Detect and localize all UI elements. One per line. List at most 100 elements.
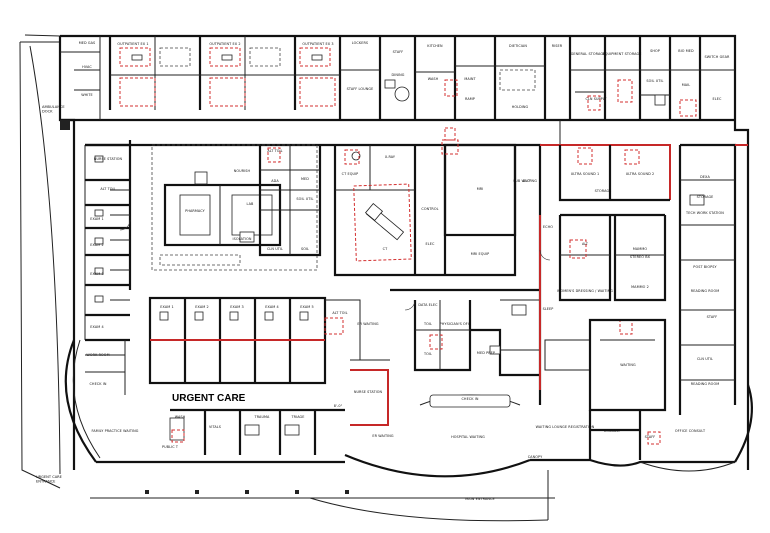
room-labels: MED GAS HVAC WHITE OUTPATIENT EX 1 OUTPA… bbox=[79, 41, 730, 449]
label-sleep: SLEEP bbox=[543, 307, 554, 311]
label-family-practice-waiting: FAMILY PRACTICE WAITING bbox=[91, 429, 138, 433]
label-shop: SHOP bbox=[650, 49, 660, 53]
label-physicians-ofc: PHYSICIAN'S OFC bbox=[440, 322, 471, 326]
label-waiting-lounge: WAITING LOUNGE REGISTRATION bbox=[536, 425, 595, 429]
label-mail: MAIL bbox=[682, 83, 691, 87]
label-staff-lounge: STAFF LOUNGE bbox=[347, 87, 374, 91]
corridors bbox=[84, 120, 561, 405]
label-mri-equip: MRI EQUIP bbox=[471, 252, 490, 256]
label-exam-1-west: EXAM 1 bbox=[90, 217, 104, 221]
label-elec: ELEC bbox=[713, 97, 722, 101]
label-isolation: ISOLATION bbox=[232, 237, 251, 241]
label-nurse-station-west: NURSE STATION bbox=[94, 157, 123, 161]
label-ultra-sound-1: ULTRA SOUND 1 bbox=[571, 172, 600, 176]
label-exam-4: EXAM 4 bbox=[265, 305, 279, 309]
label-waiting-east: WAITING bbox=[620, 363, 636, 367]
label-pharmacy: PHARMACY bbox=[185, 209, 205, 213]
label-wash-center: WASH bbox=[175, 415, 186, 419]
label-er-waiting: ER WAITING bbox=[357, 322, 379, 326]
entry-misc bbox=[60, 120, 551, 494]
label-hvac: HVAC bbox=[82, 65, 92, 69]
label-riser: RISER bbox=[552, 44, 563, 48]
label-ct: CT bbox=[383, 247, 388, 251]
imaging-block bbox=[333, 127, 517, 277]
nurse-station bbox=[169, 359, 390, 455]
label-lockers: LOCKERS bbox=[352, 41, 368, 45]
label-check-in-center: CHECK IN bbox=[461, 397, 478, 401]
label-triage: TRIAGE bbox=[290, 415, 304, 419]
label-dietician: DIETICIAN bbox=[509, 44, 527, 48]
label-alt-toil-core: ALT TOIL bbox=[267, 149, 282, 153]
label-ramp: RAMP bbox=[465, 97, 475, 101]
label-dexa: DEXA bbox=[700, 175, 710, 179]
label-alt-toil-west: ALT TOIL bbox=[100, 187, 115, 191]
label-staff-se: STAFF bbox=[645, 435, 656, 439]
dim-label-2: 8'-0" bbox=[334, 404, 343, 408]
label-echo: ECHO bbox=[543, 225, 553, 229]
label-womens-dressing: WOMEN'S DRESSING / WAITING bbox=[557, 289, 613, 293]
label-soil: SOIL bbox=[301, 247, 309, 251]
label-consult: CONSULT bbox=[604, 429, 621, 433]
label-ada: ADA bbox=[271, 179, 279, 183]
west-exams bbox=[85, 143, 130, 395]
label-mri: MRI bbox=[477, 187, 484, 191]
label-vitals: VITALS bbox=[209, 425, 221, 429]
label-xray: X-RAY bbox=[385, 155, 396, 159]
label-lab: LAB bbox=[247, 202, 254, 206]
label-kitchen: KITCHEN bbox=[427, 44, 443, 48]
label-med-prep: MED PREP bbox=[477, 351, 495, 355]
label-staff: STAFF bbox=[393, 50, 404, 54]
dim-label-1: 8'-0" bbox=[523, 179, 532, 183]
label-er-waiting-2: ER WAITING bbox=[372, 434, 394, 438]
label-wash: WASH bbox=[428, 77, 439, 81]
label-hospital-waiting: HOSPITAL WAITING bbox=[451, 435, 485, 439]
east-imaging bbox=[539, 143, 748, 460]
label-holding: HOLDING bbox=[512, 105, 529, 109]
label-canopy: CANOPY bbox=[528, 455, 543, 459]
label-toil-1: TOIL bbox=[423, 322, 432, 326]
label-exam-2-west: EXAM 2 bbox=[90, 243, 104, 247]
label-post-biopsy: POST BIOPSY bbox=[693, 265, 717, 269]
label-exam-5: EXAM 5 bbox=[300, 305, 314, 309]
label-trauma: TRAUMA bbox=[254, 415, 271, 419]
label-stereo-bx: STEREO BX bbox=[630, 255, 651, 259]
label-nurse-station-center: NURSE STATION bbox=[354, 390, 383, 394]
center-clinic bbox=[390, 288, 591, 408]
label-cln-util: CLN UTIL bbox=[267, 247, 283, 251]
label-bio-med: BIO MED bbox=[678, 49, 694, 53]
label-control: CONTROL bbox=[421, 207, 438, 211]
label-cln-util-east: CLN UTIL bbox=[697, 357, 713, 361]
urgent-care-title: URGENT CARE bbox=[172, 393, 246, 404]
label-cln-supply: CLN SUPPLY bbox=[585, 97, 607, 101]
label-soil-util: SOIL UTIL bbox=[646, 79, 663, 83]
label-switch-gear: SWITCH GEAR bbox=[705, 55, 730, 59]
pharmacy-lab-core bbox=[151, 144, 322, 271]
site-lines bbox=[19, 34, 555, 522]
label-nourish: NOURISH bbox=[234, 169, 251, 173]
label-reading-room: READING ROOM bbox=[691, 289, 720, 293]
label-staff-east: STAFF bbox=[707, 315, 718, 319]
label-reading-room-2: READING ROOM bbox=[691, 382, 720, 386]
label-ct-equip: CT EQUIP bbox=[342, 172, 359, 176]
label-ultra-sound-2: ULTRA SOUND 2 bbox=[626, 172, 655, 176]
label-check-in-west: CHECK IN bbox=[89, 382, 106, 386]
label-work-room: WORK ROOM bbox=[86, 353, 109, 357]
label-exam-2: EXAM 2 bbox=[195, 305, 209, 309]
label-elec-core: ELEC bbox=[426, 242, 435, 246]
label-alt-toil-center: ALT TOIL bbox=[332, 311, 347, 315]
label-storage-east-2: STORAGE bbox=[697, 195, 714, 199]
label-alt: ALT bbox=[582, 242, 589, 246]
label-mammo-2: MAMMO 2 bbox=[631, 285, 649, 289]
label-general-storage: GENERAL STORAGE bbox=[571, 52, 606, 56]
label-exam-1: EXAM 1 bbox=[160, 305, 174, 309]
label-white: WHITE bbox=[81, 93, 93, 97]
label-tech-work-station: TECH WORK STATION bbox=[685, 211, 724, 215]
label-outpatient-ex-3: OUTPATIENT EX 3 bbox=[302, 42, 333, 46]
label-dining: DINING bbox=[392, 73, 405, 77]
label-med-gas: MED GAS bbox=[79, 41, 96, 45]
label-exam-4-west: EXAM 4 bbox=[90, 325, 104, 329]
north-wing bbox=[60, 36, 735, 122]
